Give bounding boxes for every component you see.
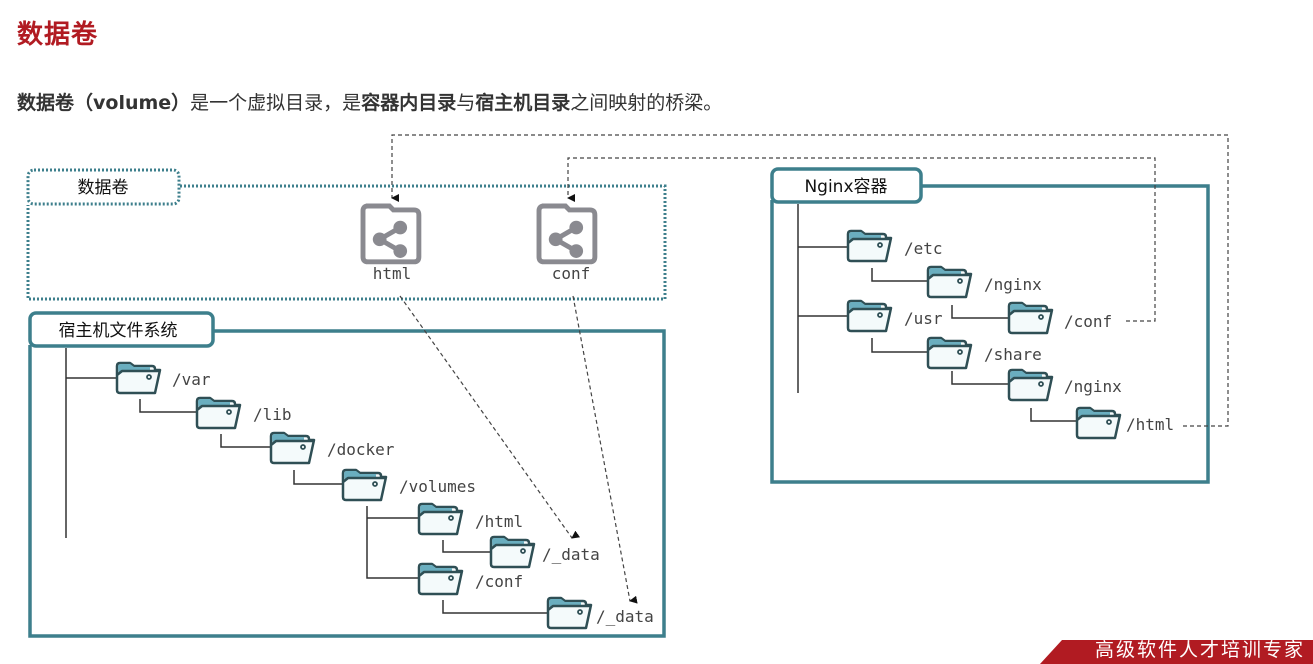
host-filesystem-box: 宿主机文件系统 /var /lib /docker /volumes /html… xyxy=(28,311,666,638)
nginx-dir-usr[interactable]: /usr xyxy=(904,309,943,328)
host-dir-volumes[interactable]: /volumes xyxy=(399,477,476,496)
volume-box-label: 数据卷 xyxy=(78,178,129,198)
footer-ribbon xyxy=(1040,640,1313,664)
host-dir-docker[interactable]: /docker xyxy=(327,440,395,459)
host-dir-html[interactable]: /html xyxy=(475,512,523,531)
host-box-label-frame xyxy=(28,311,215,348)
folder-icon xyxy=(269,431,316,465)
nginx-dir-html[interactable]: /html xyxy=(1126,415,1174,434)
folder-icon xyxy=(1007,368,1054,402)
mapping-connectors xyxy=(391,134,1229,604)
subtitle-part: 与 xyxy=(456,92,476,114)
page-title: 数据卷 xyxy=(17,20,99,50)
folder-icon xyxy=(115,361,162,395)
nginx-dir-share[interactable]: /share xyxy=(984,345,1042,364)
subtitle-part: 是一个虚拟目录，是 xyxy=(190,92,362,114)
folder-icon xyxy=(1007,301,1054,335)
folder-icon xyxy=(926,265,973,299)
volume-conf-label[interactable]: conf xyxy=(552,264,591,283)
connector-nginx-html-to-volume-html xyxy=(391,134,1229,427)
volume-box-label-frame xyxy=(26,168,181,206)
nginx-dir-conf[interactable]: /conf xyxy=(1064,312,1112,331)
folder-icon xyxy=(926,336,973,370)
shared-folder-icon[interactable] xyxy=(363,206,419,262)
footer-slogan: 高级软件人才培训专家 xyxy=(1094,639,1305,661)
folder-icon xyxy=(195,396,242,430)
folder-icon xyxy=(489,535,536,569)
host-dir-html-data[interactable]: /_data xyxy=(542,545,600,564)
nginx-box-label-frame xyxy=(770,167,923,204)
host-dir-conf-data[interactable]: /_data xyxy=(596,607,654,626)
folder-icon xyxy=(1075,406,1122,440)
nginx-dir-share-nginx[interactable]: /nginx xyxy=(1064,377,1122,396)
folder-icon xyxy=(546,596,593,630)
connector-volume-conf-to-host-data xyxy=(572,295,638,604)
nginx-container-box: Nginx容器 /etc /nginx /usr /conf /share /n… xyxy=(770,167,1210,484)
host-dir-lib[interactable]: /lib xyxy=(253,405,292,424)
folder-icon xyxy=(846,229,893,263)
host-tree-lines xyxy=(65,348,547,614)
subtitle: 数据卷（volume）是一个虚拟目录，是容器内目录与宿主机目录之间映射的桥梁。 xyxy=(17,88,722,115)
volume-html-label[interactable]: html xyxy=(373,264,412,283)
folder-icon xyxy=(846,299,893,333)
nginx-box-label: Nginx容器 xyxy=(804,177,887,197)
subtitle-part: 宿主机目录 xyxy=(475,92,571,114)
nginx-dir-etc[interactable]: /etc xyxy=(904,239,943,258)
folder-icon xyxy=(417,502,464,536)
nginx-tree-lines xyxy=(797,204,1076,422)
connector-volume-html-to-host-data xyxy=(399,295,581,539)
host-box-label: 宿主机文件系统 xyxy=(59,321,178,341)
subtitle-part: 之间映射的桥梁。 xyxy=(570,92,723,114)
volume-box: 数据卷 html conf xyxy=(26,168,667,301)
subtitle-part: 容器内目录 xyxy=(361,92,457,114)
host-dir-conf[interactable]: /conf xyxy=(475,572,523,591)
connector-nginx-conf-to-volume-conf xyxy=(567,157,1156,322)
shared-folder-icon[interactable] xyxy=(539,206,595,262)
host-dir-var[interactable]: /var xyxy=(172,370,211,389)
nginx-dir-etc-nginx[interactable]: /nginx xyxy=(984,275,1042,294)
subtitle-part: 数据卷（volume） xyxy=(17,92,191,114)
folder-icon xyxy=(341,468,388,502)
folder-icon xyxy=(417,562,464,596)
